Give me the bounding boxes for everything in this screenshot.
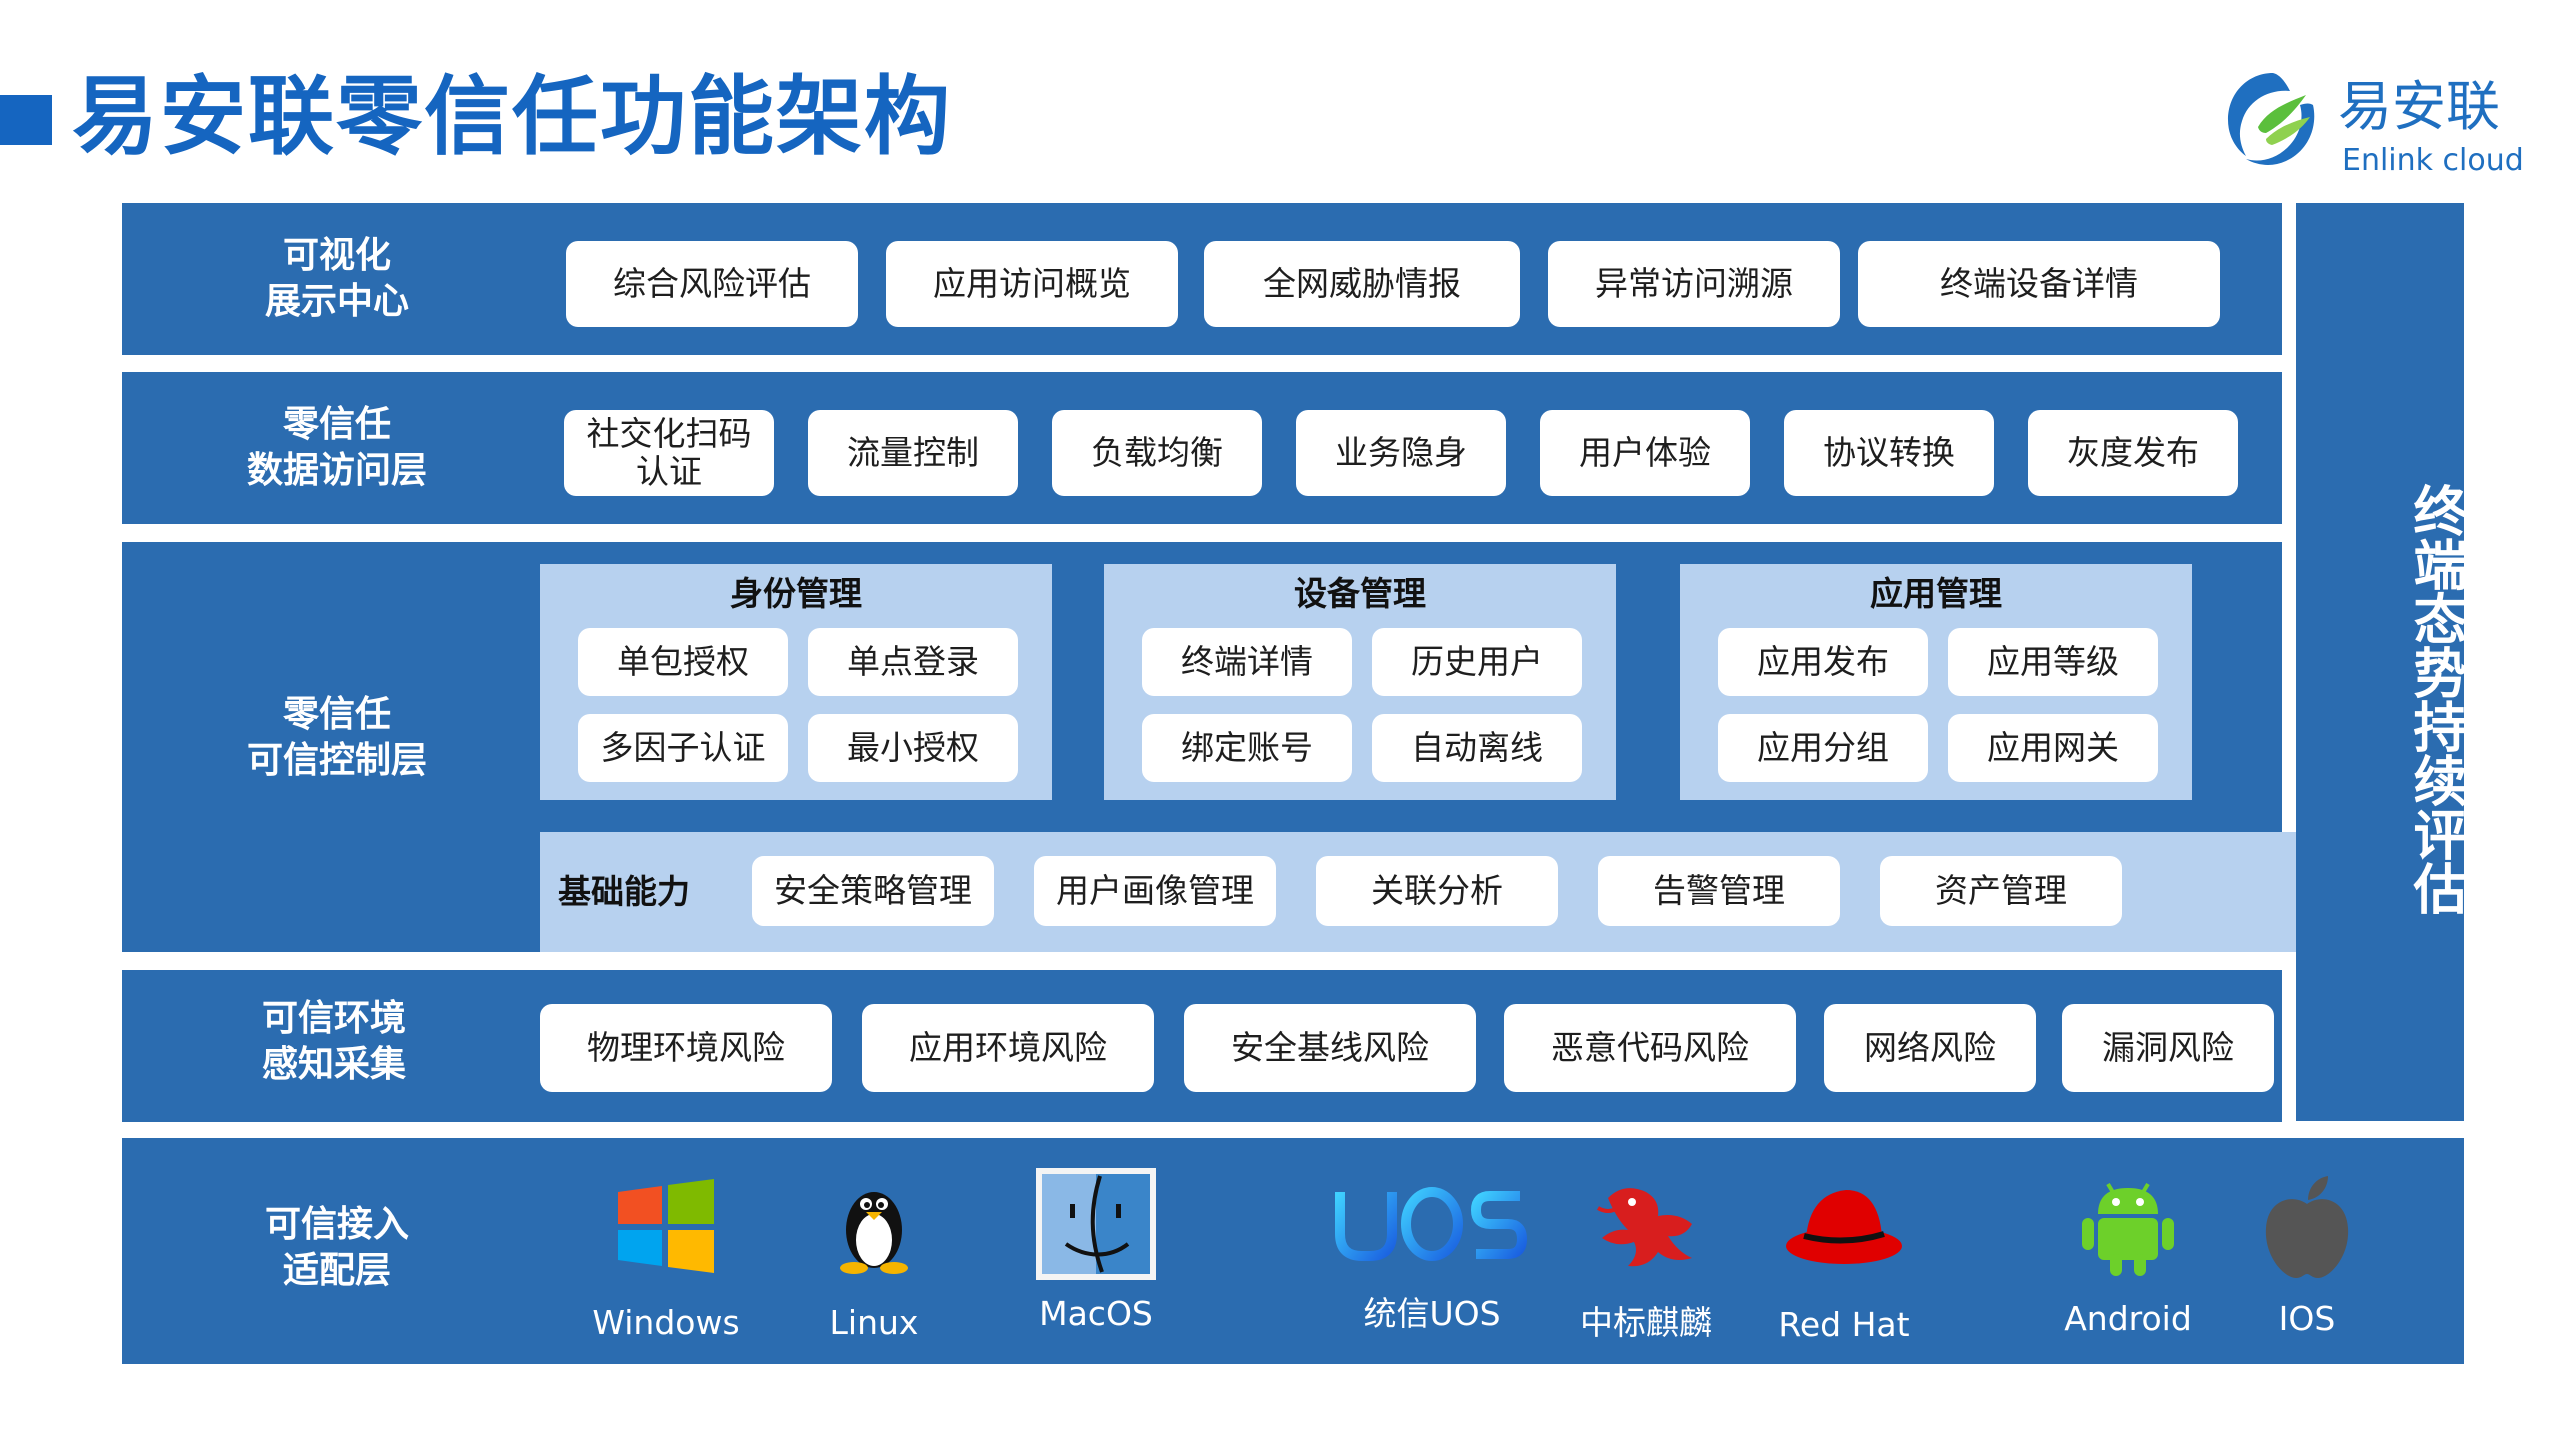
os-redhat: Red Hat bbox=[1778, 1180, 1910, 1344]
os-name: 统信UOS bbox=[1363, 1294, 1501, 1333]
layer-trust-control: 零信任 可信控制层 身份管理 单包授权 单点登录 多因子认证 最小授权 设备管理… bbox=[122, 542, 2316, 952]
os-name: MacOS bbox=[1039, 1294, 1153, 1333]
module-item: 资产管理 bbox=[1880, 856, 2122, 926]
module-item: 应用发布 bbox=[1718, 628, 1928, 696]
group-application-management: 应用管理 应用发布 应用等级 应用分组 应用网关 bbox=[1680, 564, 2192, 800]
windows-icon bbox=[618, 1179, 714, 1273]
module-item: 社交化扫码 认证 bbox=[564, 410, 774, 496]
module-item: 单点登录 bbox=[808, 628, 1018, 696]
os-windows: Windows bbox=[592, 1178, 740, 1342]
module-item: 终端设备详情 bbox=[1858, 241, 2220, 327]
os-kylin: 中标麒麟 bbox=[1580, 1178, 1712, 1342]
logo-english-text: Enlink cloud bbox=[2342, 143, 2524, 178]
module-item: 单包授权 bbox=[578, 628, 788, 696]
os-linux: Linux bbox=[830, 1178, 918, 1342]
group-title: 设备管理 bbox=[1294, 574, 1426, 613]
os-name: Linux bbox=[829, 1303, 919, 1342]
os-uos: 统信UOS bbox=[1330, 1184, 1534, 1333]
uos-icon bbox=[1335, 1187, 1528, 1261]
layer-access-adaptation: 可信接入 适配层 Windows Linux bbox=[122, 1138, 2464, 1364]
enlink-logo-icon bbox=[2228, 73, 2315, 165]
module-item: 历史用户 bbox=[1372, 628, 1582, 696]
kylin-icon bbox=[1596, 1188, 1692, 1267]
page-title: 易安联零信任功能架构 bbox=[72, 67, 952, 167]
os-ios: IOS bbox=[2258, 1174, 2356, 1338]
module-item: 用户画像管理 bbox=[1034, 856, 1276, 926]
layer-visual-center: 可视化 展示中心 综合风险评估 应用访问概览 全网威胁情报 异常访问溯源 终端设… bbox=[122, 203, 2282, 355]
module-item: 应用访问概览 bbox=[886, 241, 1178, 327]
group-identity-management: 身份管理 单包授权 单点登录 多因子认证 最小授权 bbox=[540, 564, 1052, 800]
layer-label: 可信接入 适配层 bbox=[264, 1204, 409, 1291]
os-name: Red Hat bbox=[1778, 1305, 1910, 1344]
group-title: 应用管理 bbox=[1870, 574, 2002, 613]
module-item: 灰度发布 bbox=[2028, 410, 2238, 496]
module-item: 恶意代码风险 bbox=[1504, 1004, 1796, 1092]
module-item: 告警管理 bbox=[1598, 856, 1840, 926]
apple-icon bbox=[2265, 1176, 2349, 1278]
module-item: 流量控制 bbox=[808, 410, 1018, 496]
module-item: 全网威胁情报 bbox=[1204, 241, 1520, 327]
module-item: 网络风险 bbox=[1824, 1004, 2036, 1092]
module-item: 绑定账号 bbox=[1142, 714, 1352, 782]
module-item: 负载均衡 bbox=[1052, 410, 1262, 496]
layer-data-access: 零信任 数据访问层 社交化扫码 认证 流量控制 负载均衡 业务隐身 用户体验 协… bbox=[122, 372, 2282, 524]
module-item: 终端详情 bbox=[1142, 628, 1352, 696]
company-logo: 易安联 Enlink cloud bbox=[2218, 65, 2548, 185]
group-base-capability: 基础能力 安全策略管理 用户画像管理 关联分析 告警管理 资产管理 bbox=[540, 832, 2316, 952]
module-item: 用户体验 bbox=[1540, 410, 1750, 496]
os-name: Windows bbox=[592, 1303, 740, 1342]
terminal-posture-evaluation-column: 终端态势持续评估 bbox=[2296, 203, 2467, 1121]
layer-env-perception: 可信环境 感知采集 物理环境风险 应用环境风险 安全基线风险 恶意代码风险 网络… bbox=[122, 970, 2282, 1122]
module-item: 多因子认证 bbox=[578, 714, 788, 782]
module-item: 应用分组 bbox=[1718, 714, 1928, 782]
group-device-management: 设备管理 终端详情 历史用户 绑定账号 自动离线 bbox=[1104, 564, 1616, 800]
module-item: 应用等级 bbox=[1948, 628, 2158, 696]
android-icon bbox=[2082, 1182, 2174, 1276]
module-item: 最小授权 bbox=[808, 714, 1018, 782]
linux-tux-icon bbox=[840, 1192, 908, 1274]
layer-label: 可信环境 感知采集 bbox=[261, 998, 406, 1085]
module-item: 安全基线风险 bbox=[1184, 1004, 1476, 1092]
logo-chinese-text: 易安联 bbox=[2338, 75, 2500, 138]
redhat-icon bbox=[1786, 1190, 1902, 1264]
os-macos: MacOS bbox=[1036, 1168, 1156, 1333]
os-name: 中标麒麟 bbox=[1580, 1303, 1712, 1342]
module-item: 应用网关 bbox=[1948, 714, 2158, 782]
layer-label: 零信任 可信控制层 bbox=[246, 694, 427, 781]
module-item: 应用环境风险 bbox=[862, 1004, 1154, 1092]
module-item: 业务隐身 bbox=[1296, 410, 1506, 496]
group-title: 身份管理 bbox=[730, 574, 862, 613]
module-item: 安全策略管理 bbox=[752, 856, 994, 926]
module-item: 物理环境风险 bbox=[540, 1004, 832, 1092]
macos-finder-icon bbox=[1036, 1168, 1156, 1280]
layer-label: 零信任 数据访问层 bbox=[246, 404, 427, 491]
base-capability-label: 基础能力 bbox=[558, 872, 690, 911]
title-accent-bar bbox=[0, 95, 52, 145]
module-item: 漏洞风险 bbox=[2062, 1004, 2274, 1092]
os-name: Android bbox=[2064, 1299, 2192, 1338]
module-item: 自动离线 bbox=[1372, 714, 1582, 782]
os-name: IOS bbox=[2278, 1299, 2336, 1338]
module-item: 异常访问溯源 bbox=[1548, 241, 1840, 327]
os-android: Android bbox=[2064, 1174, 2192, 1338]
module-item: 关联分析 bbox=[1316, 856, 1558, 926]
vertical-label: 终端态势持续评估 bbox=[2404, 483, 2467, 915]
module-item: 协议转换 bbox=[1784, 410, 1994, 496]
module-item: 综合风险评估 bbox=[566, 241, 858, 327]
layer-label: 可视化 展示中心 bbox=[264, 235, 409, 322]
